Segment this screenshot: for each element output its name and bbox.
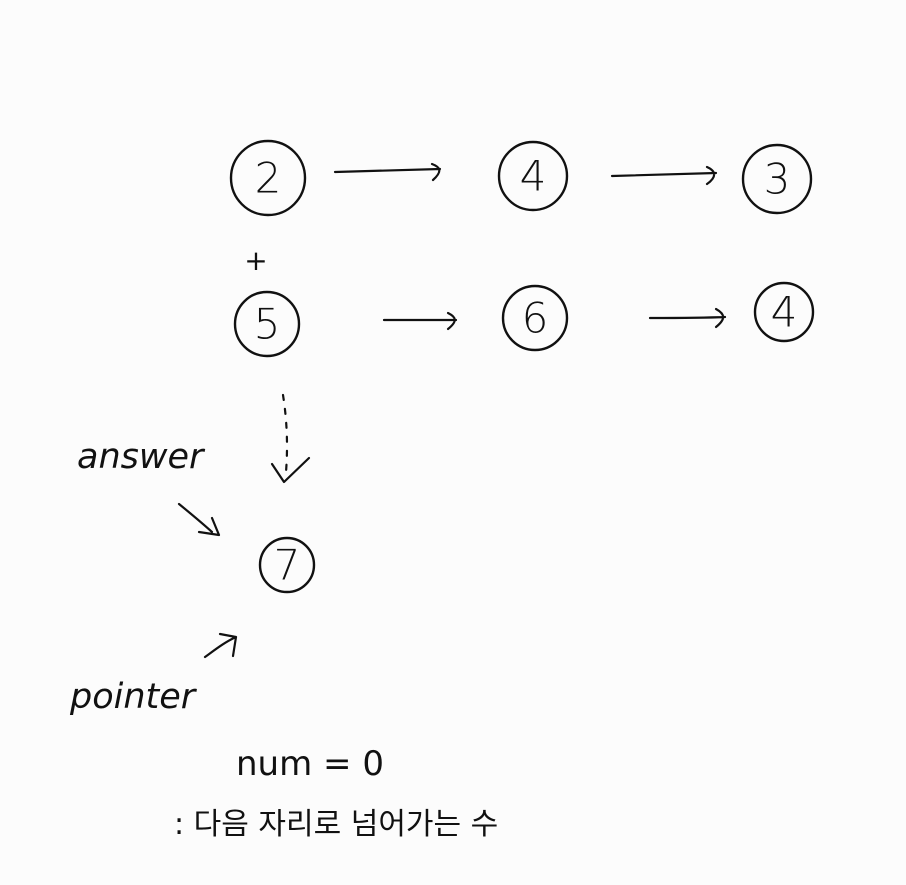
answer-label: answer xyxy=(77,437,206,477)
node-value: 2 xyxy=(255,154,282,203)
node-circle xyxy=(753,281,815,343)
pointer-label: pointer xyxy=(69,677,198,717)
node-circle xyxy=(501,284,569,352)
arrow-up-right-icon xyxy=(203,632,238,659)
node-circle xyxy=(229,139,307,217)
node-circle xyxy=(741,143,813,215)
list1-node-1: 2 xyxy=(229,139,307,217)
list1-node-2: 4 xyxy=(497,140,569,212)
node-circle xyxy=(497,140,569,212)
dashed-arrow-down-icon xyxy=(281,393,289,474)
arrow-right-icon xyxy=(333,162,442,182)
arrowhead-down-icon xyxy=(270,456,311,484)
list2: 5 6 4 xyxy=(233,281,815,358)
node-circle xyxy=(258,536,316,594)
node-circle xyxy=(233,290,301,358)
arrow-right-icon xyxy=(610,165,718,186)
list2-node-2: 6 xyxy=(501,284,569,352)
result-node: 7 xyxy=(258,536,316,594)
arrow-right-icon xyxy=(382,311,458,331)
node-value: 7 xyxy=(274,541,301,590)
node-value: 5 xyxy=(254,300,281,349)
arrow-right-icon xyxy=(648,307,727,329)
arrow-diagonal-icon xyxy=(177,502,221,537)
node-value: 6 xyxy=(522,294,549,343)
list1: 2 4 3 xyxy=(229,139,813,217)
list1-node-3: 3 xyxy=(741,143,813,215)
list2-node-3: 4 xyxy=(753,281,815,343)
node-value: 4 xyxy=(771,288,798,337)
carry-note: : 다음 자리로 넘어가는 수 xyxy=(174,807,498,842)
node-value: 4 xyxy=(520,152,547,201)
num-label: num = 0 xyxy=(236,744,384,784)
list2-node-1: 5 xyxy=(233,290,301,358)
plus-operator: + xyxy=(244,244,267,277)
node-value: 3 xyxy=(764,155,791,204)
